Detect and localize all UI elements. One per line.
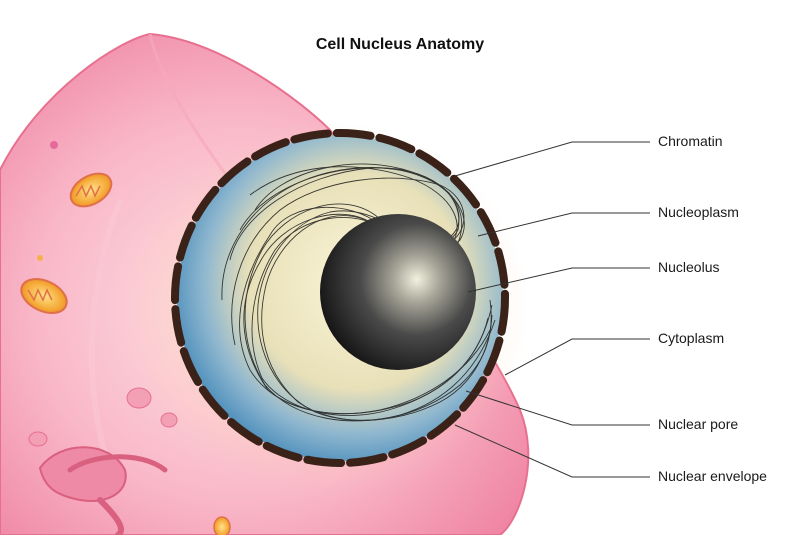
label-cytoplasm: Cytoplasm — [658, 330, 725, 346]
cell-fold-highlight — [88, 198, 123, 471]
diagram-title: Cell Nucleus Anatomy — [315, 36, 485, 53]
mitochondrion — [69, 172, 113, 208]
leader-line-nucleoplasm — [477, 212, 650, 237]
label-nuclear-envelope: Nuclear envelope — [658, 468, 767, 484]
mitochondrion — [213, 516, 231, 535]
golgi-apparatus — [38, 446, 127, 502]
leader-line-nucleolus — [467, 267, 650, 293]
leader-line-nuclear-pore — [465, 390, 650, 426]
leader-lines — [454, 141, 650, 478]
vesicle — [28, 431, 48, 447]
leader-line-nuclear-envelope — [454, 424, 650, 478]
vesicle — [37, 255, 43, 261]
leader-line-cytoplasm — [504, 338, 650, 376]
vesicle — [50, 141, 58, 149]
vesicle — [126, 387, 152, 409]
mitochondrion — [20, 278, 68, 314]
golgi-apparatus — [67, 454, 168, 473]
label-chromatin: Chromatin — [658, 133, 723, 149]
nucleolus — [320, 214, 476, 370]
chromatin-network — [221, 163, 496, 422]
label-nucleolus: Nucleolus — [658, 259, 720, 275]
label-nucleoplasm: Nucleoplasm — [658, 204, 739, 220]
vesicle — [160, 412, 178, 428]
nuclear-envelope — [171, 129, 509, 467]
golgi-apparatus — [97, 497, 124, 535]
leader-line-chromatin — [454, 141, 650, 177]
label-nuclear-pore: Nuclear pore — [658, 416, 739, 432]
